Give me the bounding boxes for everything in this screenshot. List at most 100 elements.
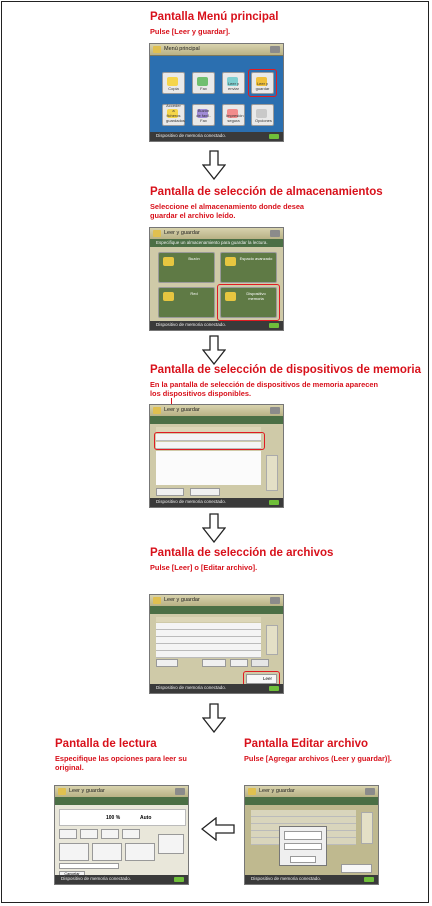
tile-copy[interactable]: Copia [162, 72, 185, 94]
screen-files: Leer y guardar Leer Dispositivo de memor… [149, 594, 284, 694]
list-body [156, 451, 261, 485]
down-arrow-icon [202, 150, 226, 180]
close-icon[interactable] [270, 597, 280, 604]
app-icon [153, 230, 161, 237]
storage-advanced-tile[interactable]: Espacio avanzado [220, 252, 277, 283]
filename-field[interactable] [59, 863, 119, 869]
edit-file-button[interactable] [251, 659, 269, 667]
file-row[interactable] [251, 810, 356, 817]
step-title-reading: Pantalla de lectura [55, 738, 157, 750]
auto-value: Auto [140, 815, 152, 821]
screen-storage: Leer y guardar Especifique un almacenami… [149, 227, 284, 331]
status-ok-icon [269, 323, 279, 328]
screen-title: Leer y guardar [164, 407, 200, 413]
step-title-storage: Pantalla de selección de almacenamientos [150, 186, 383, 198]
screen-title: Leer y guardar [69, 788, 105, 794]
zoom-value: 100 % [106, 815, 121, 821]
option-button[interactable] [125, 843, 155, 861]
step-title-edit: Pantalla Editar archivo [244, 738, 368, 750]
storage-box-tile[interactable]: Buzón [158, 252, 215, 283]
folder-button[interactable] [202, 659, 226, 667]
storage-network-tile[interactable]: Red [158, 287, 215, 318]
close-icon[interactable] [270, 230, 280, 237]
remove-media-button[interactable] [190, 488, 220, 496]
step-title-files: Pantalla de selección de archivos [150, 547, 334, 559]
file-row[interactable] [156, 637, 261, 644]
rename-button[interactable] [284, 843, 322, 850]
status-ok-icon [269, 686, 279, 691]
file-row[interactable] [156, 623, 261, 630]
status-text: Dispositivo de memoria conectado. [251, 876, 322, 881]
status-ok-icon [269, 500, 279, 505]
step-desc-files: Pulse [Leer] o [Editar archivo]. [150, 563, 258, 572]
scan-settings-panel: 100 % Auto [59, 809, 186, 826]
option-button[interactable] [59, 843, 89, 861]
status-text: Dispositivo de memoria conectado. [156, 685, 227, 690]
highlight-memory [217, 284, 280, 321]
tile-fax[interactable]: Fax [192, 72, 215, 94]
close-icon[interactable] [365, 788, 375, 795]
status-text: Dispositivo de memoria conectado. [61, 876, 132, 881]
close-icon[interactable] [270, 407, 280, 414]
scrollbar[interactable] [361, 812, 373, 844]
highlight-devices [154, 432, 265, 450]
close-icon[interactable] [270, 46, 280, 53]
status-text: Dispositivo de memoria conectado. [156, 499, 227, 504]
screen-devices: Leer y guardar Dispositivo memoria (A) D… [149, 404, 284, 508]
screen-main-menu: Menú principal Copia Fax Leer y enviar L… [149, 43, 284, 142]
left-arrow-icon [201, 817, 235, 841]
edit-popup [279, 826, 327, 866]
option-button[interactable] [59, 829, 77, 839]
down-arrow-icon [202, 513, 226, 543]
scrollbar[interactable] [266, 455, 278, 491]
step-title-main-menu: Pantalla Menú principal [150, 11, 279, 23]
option-button[interactable] [92, 843, 122, 861]
app-icon [58, 788, 66, 795]
file-row[interactable] [156, 644, 261, 651]
file-row[interactable] [156, 630, 261, 637]
step-desc-storage: Seleccione el almacenamiento donde desea… [150, 202, 305, 220]
scrollbar[interactable] [266, 625, 278, 655]
back-button[interactable] [156, 488, 184, 496]
file-row[interactable] [251, 817, 356, 824]
screen-edit: Leer y guardar Dispositivo de memoria co… [244, 785, 379, 885]
option-button[interactable] [101, 829, 119, 839]
screen-title: Leer y guardar [164, 597, 200, 603]
app-icon [153, 597, 161, 604]
down-arrow-icon [202, 703, 226, 733]
screen-title: Leer y guardar [259, 788, 295, 794]
option-button[interactable] [122, 829, 140, 839]
details-button[interactable] [230, 659, 248, 667]
screen-title: Menú principal [164, 46, 200, 52]
screen-reading: Leer y guardar 100 % Auto Cancelar Dispo… [54, 785, 189, 885]
preview-button[interactable] [158, 834, 184, 854]
back-button[interactable] [156, 659, 178, 667]
tile-access-files[interactable]: Acceder a ficheros guardados [162, 103, 185, 126]
status-ok-icon [174, 877, 184, 882]
option-button[interactable] [80, 829, 98, 839]
tile-options[interactable]: Opciones [251, 104, 274, 126]
tile-fax-inbox[interactable]: Buzón de fax/I-Fax [192, 104, 215, 126]
step-desc-devices: En la pantalla de selección de dispositi… [150, 380, 378, 398]
tile-scan-send[interactable]: Leer y enviar [222, 72, 245, 94]
highlight-scan-store [248, 69, 277, 97]
file-row[interactable] [156, 651, 261, 658]
tile-scan-store[interactable]: Leer y guardar [251, 72, 274, 94]
close-icon[interactable] [175, 788, 185, 795]
tile-secure-print[interactable]: Impresión segura [222, 104, 245, 126]
storage-memory-tile[interactable]: Dispositivo memoria [220, 287, 277, 318]
step-desc-edit: Pulse [Agregar archivos (Leer y guardar)… [244, 754, 392, 763]
step-title-devices: Pantalla de selección de dispositivos de… [150, 364, 421, 376]
add-files-button[interactable] [284, 831, 322, 840]
down-arrow-icon [202, 335, 226, 365]
close-popup-button[interactable] [290, 856, 316, 863]
app-icon [153, 46, 161, 53]
screen-title: Leer y guardar [164, 230, 200, 236]
app-icon [248, 788, 256, 795]
read-button[interactable]: Leer [246, 674, 277, 684]
list-header [156, 427, 261, 432]
read-button[interactable] [341, 864, 372, 873]
app-icon [153, 407, 161, 414]
status-ok-icon [364, 877, 374, 882]
